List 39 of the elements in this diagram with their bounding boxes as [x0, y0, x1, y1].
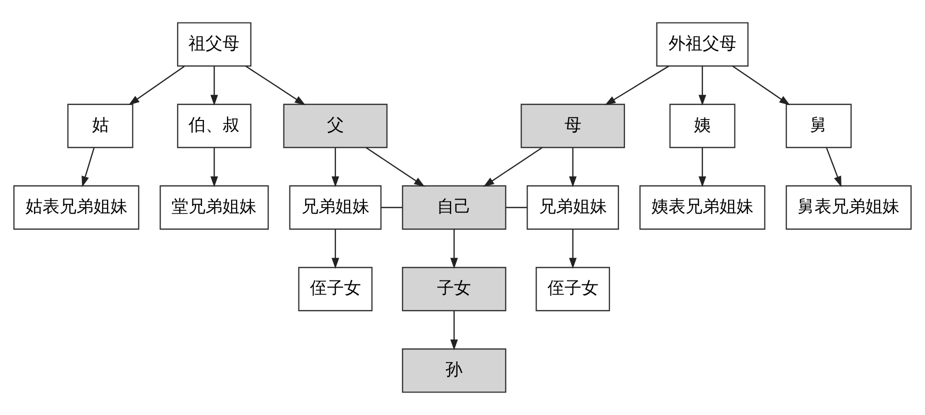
arrow — [245, 66, 306, 106]
node-box: 侄子女 — [536, 266, 610, 312]
node-box: 父 — [283, 104, 388, 148]
arrow — [604, 66, 669, 106]
node-box: 姑表兄弟姐妹 — [13, 185, 140, 230]
node-box: 伯、叔 — [177, 104, 252, 148]
node-box: 侄子女 — [298, 266, 373, 312]
node-box: 自己 — [402, 185, 506, 230]
node-box: 孙 — [402, 348, 506, 393]
node-box: 祖父母 — [177, 22, 252, 67]
arrow — [366, 147, 425, 187]
arrow — [82, 148, 95, 188]
arrow — [210, 66, 218, 106]
connector — [381, 206, 402, 208]
arrow — [210, 148, 218, 188]
node-box: 姨表兄弟姐妹 — [639, 185, 766, 230]
arrow — [128, 66, 185, 106]
arrow — [483, 147, 542, 187]
node-box: 舅表兄弟姐妹 — [786, 185, 912, 230]
node-box: 外祖父母 — [656, 22, 749, 67]
connector — [506, 206, 527, 208]
node-box: 兄弟姐妹 — [526, 185, 620, 230]
arrow — [569, 230, 577, 269]
node-box: 母 — [520, 104, 626, 148]
arrow — [732, 66, 790, 106]
node-box: 姨 — [669, 104, 736, 148]
arrow — [698, 148, 706, 188]
arrow — [698, 66, 706, 106]
node-box: 兄弟姐妹 — [289, 185, 382, 230]
arrow — [450, 230, 458, 269]
node-box: 姑 — [67, 104, 134, 148]
arrow — [332, 230, 340, 269]
arrow — [332, 148, 340, 188]
node-box: 子女 — [402, 266, 506, 312]
node-box: 舅 — [786, 104, 852, 148]
arrow — [450, 311, 458, 350]
node-box: 堂兄弟姐妹 — [160, 185, 269, 230]
arrow — [826, 148, 842, 188]
arrow — [569, 148, 577, 188]
